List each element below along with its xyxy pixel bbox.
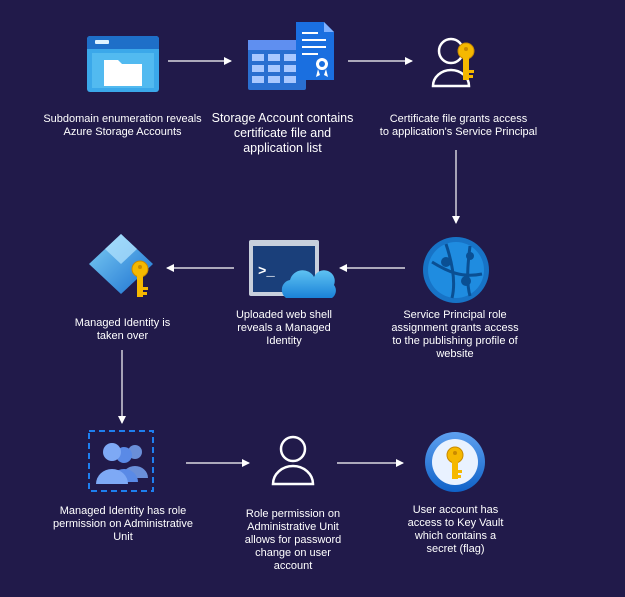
step-5-label: Uploaded web shell reveals a Managed Ide…: [235, 309, 332, 347]
user-outline-icon: [271, 435, 315, 486]
step-3-label: Certificate file grants access to applic…: [379, 113, 538, 138]
step-1-label: Subdomain enumeration reveals Azure Stor…: [43, 113, 202, 138]
key-vault-icon: [425, 432, 485, 492]
step-9-label: User account has access to Key Vault whi…: [407, 504, 504, 555]
service-principal-globe-icon: [423, 237, 489, 303]
step-6-label: Managed Identity is taken over: [74, 317, 171, 342]
step-2-label-lines-2-3: certificate file and application list: [233, 126, 332, 155]
user-key-icon: [431, 37, 475, 88]
svg-text:>_: >_: [258, 264, 275, 280]
storage-browser-icon: [87, 36, 159, 92]
managed-identity-key-icon: [89, 234, 153, 297]
step-2-label-line-1: Storage Account contains: [211, 111, 354, 125]
administrative-unit-users-icon: [88, 430, 154, 492]
storage-certificate-icon: [248, 22, 334, 90]
step-7-label: Managed Identity has role permission on …: [52, 505, 193, 543]
step-2-label: Storage Account contains certificate fil…: [205, 111, 360, 156]
flow-arrows: [118, 57, 460, 467]
web-shell-console-icon: >_: [249, 240, 336, 298]
step-8-label: Role permission on Administrative Unit a…: [244, 508, 342, 572]
step-4-label: Service Principal role assignment grants…: [391, 309, 519, 360]
